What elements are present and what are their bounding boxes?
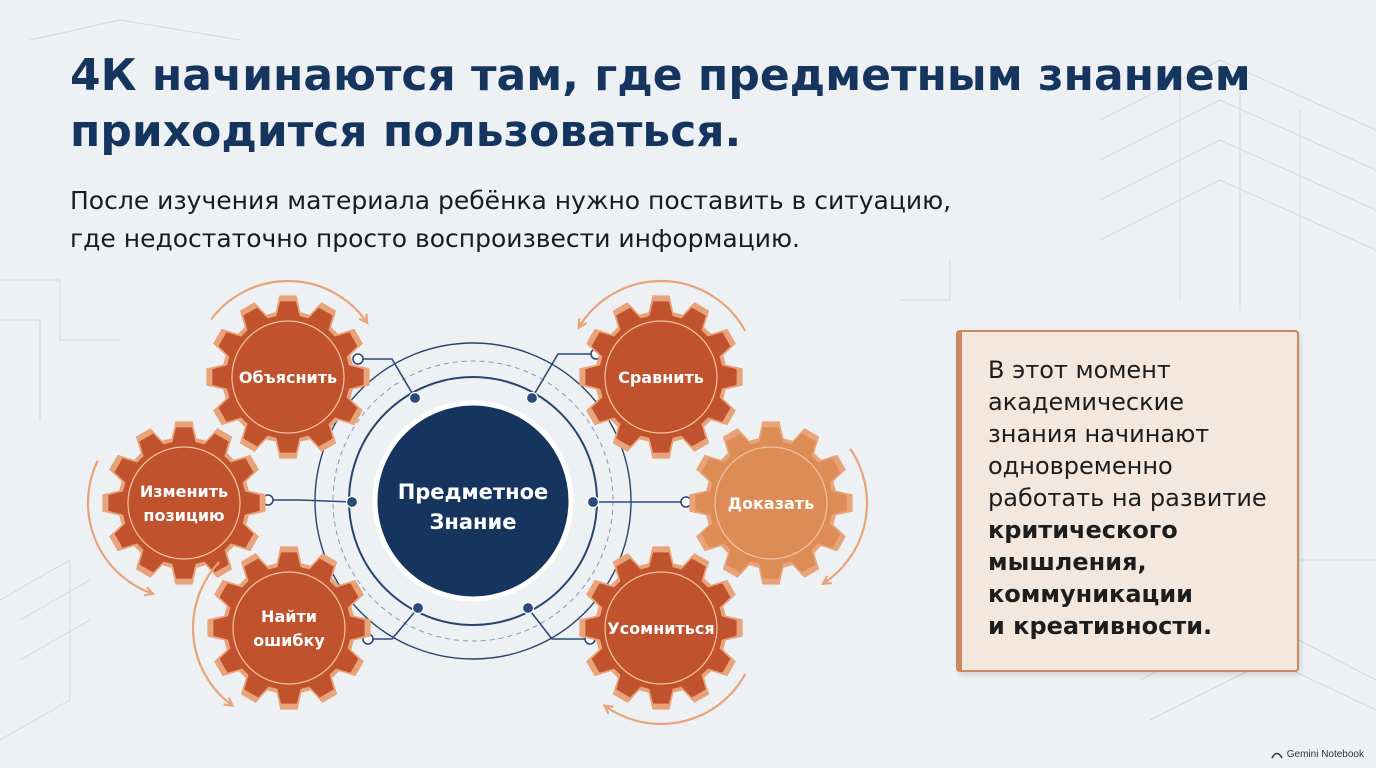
connector-node — [408, 391, 422, 405]
center-label: Знание — [429, 510, 516, 534]
rotation-arrow — [191, 561, 234, 707]
callout-line: знания начинают — [988, 420, 1210, 448]
connector-dot — [352, 353, 364, 365]
connector-line — [368, 607, 419, 640]
rotation-arrow — [210, 279, 369, 324]
arrow-head-icon — [358, 313, 369, 325]
subtitle: После изучения материала ребёнка нужно п… — [70, 182, 1170, 258]
footer: Gemini Notebook — [1271, 749, 1364, 760]
callout-bold-line: критического — [988, 516, 1178, 544]
rotation-arrow — [822, 448, 869, 585]
gear-label-doubt: Усомниться — [607, 619, 714, 638]
rotation-arrow — [86, 460, 154, 595]
notebook-logo-icon — [1271, 752, 1283, 758]
gear-hub — [231, 320, 345, 434]
gear-hub — [127, 446, 241, 560]
callout-bold-line: и креативности. — [988, 612, 1213, 640]
center-label: Предметное — [398, 480, 549, 504]
page-title: 4К начинаются там, где предметным знание… — [70, 50, 1251, 157]
callout-bold-line: коммуникации — [988, 580, 1193, 608]
subtitle-line: где недостаточно просто воспроизвести ин… — [70, 224, 800, 253]
rotation-arrow — [577, 279, 747, 332]
gear-label-change-position: Изменить — [140, 482, 228, 501]
gear-hub — [232, 571, 346, 685]
gear-label-find-error: Найти — [261, 607, 317, 626]
footer-text: Gemini Notebook — [1286, 749, 1364, 760]
connector-line — [531, 353, 596, 399]
connector-node — [345, 495, 359, 509]
callout-line: одновременно — [988, 452, 1173, 480]
arrow-head-icon — [223, 697, 235, 707]
arrow-head-icon — [577, 318, 588, 330]
dashed-ring — [332, 360, 614, 642]
gear-label-prove: Доказать — [728, 494, 814, 513]
callout-line: В этот момент — [988, 356, 1171, 384]
gear-label-compare: Сравнить — [618, 368, 704, 387]
connector-node — [525, 391, 539, 405]
arrow-head-icon — [602, 704, 614, 715]
gear-hub — [714, 446, 828, 560]
gear-label-change-position: позицию — [143, 506, 224, 525]
arrow-head-icon — [143, 586, 156, 597]
gear-hub — [604, 320, 718, 434]
callout-bold-line: мышления, — [988, 548, 1147, 576]
rotation-arrow — [603, 673, 747, 726]
subtitle-line: После изучения материала ребёнка нужно п… — [70, 186, 952, 215]
callout-line: академические — [988, 388, 1184, 416]
connector-line — [358, 358, 416, 399]
callout-box: В этот момент академические знания начин… — [956, 330, 1299, 672]
connector-node — [586, 495, 600, 509]
callout-line: работать на развитие — [988, 484, 1267, 512]
gear-hub — [604, 571, 718, 685]
center-circle — [372, 400, 574, 602]
gear-label-explain: Объяснить — [239, 368, 337, 387]
connector-node — [411, 601, 425, 615]
gear-label-find-error: ошибку — [253, 631, 325, 650]
connector-line — [268, 499, 353, 503]
connector-node — [521, 601, 535, 615]
arrow-head-icon — [820, 575, 832, 586]
connector-line — [527, 607, 590, 640]
